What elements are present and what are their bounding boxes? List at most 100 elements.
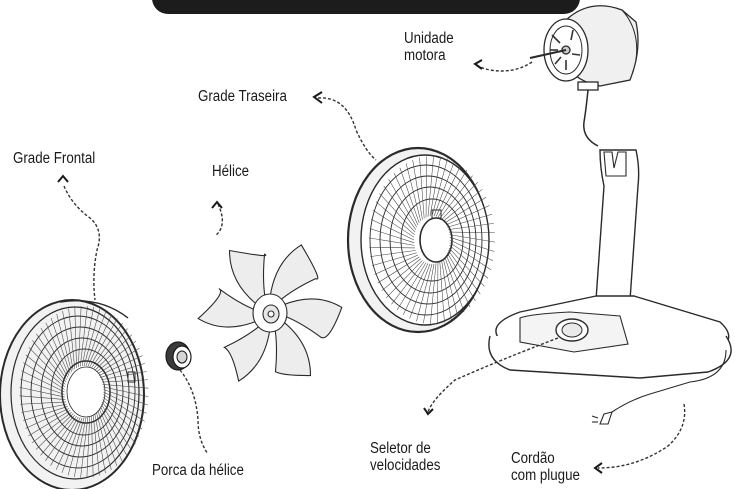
stand-base	[488, 149, 732, 425]
grille-spoke	[97, 347, 140, 374]
grille-spoke	[80, 417, 89, 478]
grille-spoke	[402, 263, 429, 315]
grille-spoke	[448, 247, 485, 287]
grille-spoke	[67, 417, 85, 476]
grille-spoke	[412, 159, 423, 220]
grille-spoke	[386, 260, 423, 299]
label-selector-line2: velocidades	[370, 457, 441, 474]
grille-spoke	[74, 306, 77, 368]
grille-spoke	[40, 414, 76, 456]
grille-spoke	[447, 252, 476, 302]
grille-spoke	[68, 308, 76, 370]
grille-spoke	[368, 237, 415, 246]
grille-spoke	[83, 308, 101, 367]
front-grille	[0, 299, 149, 489]
grille-spoke	[449, 245, 489, 279]
grille-spoke	[61, 417, 83, 473]
grille-spoke	[20, 378, 65, 395]
grille-spoke	[396, 262, 427, 311]
label-cord-line1: Cordão	[511, 450, 555, 467]
grille-spoke	[23, 362, 65, 390]
grille-spoke	[103, 394, 145, 422]
grille-spoke	[91, 323, 123, 369]
grille-spoke	[372, 210, 415, 238]
grille-spoke	[28, 347, 66, 385]
grille-spoke	[449, 242, 492, 270]
grille-spoke	[81, 306, 95, 367]
label-blade: Hélice	[212, 163, 250, 180]
grille-spoke	[439, 261, 445, 323]
grille-spoke	[21, 370, 65, 393]
grille-spoke	[447, 250, 481, 295]
label-motor-line2: motora	[404, 47, 446, 64]
grille-spoke	[79, 306, 88, 367]
grille-spoke	[103, 386, 149, 397]
grille-spoke	[449, 234, 496, 243]
grille-spoke	[96, 340, 137, 373]
grille-spoke	[98, 355, 143, 376]
grille-spoke	[379, 193, 416, 233]
rear-grille	[346, 146, 496, 334]
grille-spoke	[23, 406, 68, 421]
grille-spoke	[388, 178, 417, 228]
grille-spoke	[92, 414, 100, 476]
grille-spoke	[445, 254, 471, 308]
grille-spoke	[50, 317, 71, 374]
grille-spoke	[99, 406, 128, 457]
motor-unit	[529, 5, 639, 147]
grille-spoke	[94, 413, 106, 474]
grille-spoke	[102, 384, 149, 389]
grille-spoke	[383, 185, 417, 230]
grille-spoke	[431, 158, 448, 217]
grille-spoke	[101, 371, 147, 381]
grille-spoke	[73, 417, 87, 478]
grille-spoke	[369, 228, 415, 243]
grille-spoke	[91, 416, 94, 478]
grille-spoke	[103, 391, 147, 414]
grille-spoke	[405, 163, 422, 222]
grille-spoke	[31, 411, 72, 444]
grille-spoke	[19, 395, 66, 400]
grille-spoke	[441, 260, 452, 321]
grille-spoke	[439, 175, 473, 219]
grille-spoke	[25, 354, 66, 388]
grille-spoke	[391, 261, 425, 305]
label-cord-line2: com plugue	[511, 467, 580, 484]
label-motor-line1: Unidade	[404, 30, 454, 47]
grille-spoke	[102, 379, 148, 383]
grille-spoke	[96, 412, 112, 470]
grille-spoke	[97, 410, 118, 467]
grille-spoke	[89, 318, 118, 368]
grille-spoke	[101, 401, 136, 444]
propeller-nut	[165, 341, 192, 371]
grille-spoke	[375, 201, 415, 235]
grille-spoke	[45, 322, 70, 376]
blade-wing	[269, 244, 319, 302]
grille-spoke	[444, 196, 487, 224]
grille-spoke	[19, 387, 65, 398]
grille-spoke	[442, 258, 459, 317]
grille-spoke	[447, 214, 493, 228]
label-front-grille: Grade Frontal	[13, 150, 96, 167]
grille-spoke	[50, 416, 79, 466]
blade-wing	[228, 249, 267, 307]
blade-wing	[197, 288, 259, 328]
grille-spoke	[445, 205, 490, 226]
grille-spoke	[449, 237, 495, 252]
grille-spoke	[433, 161, 455, 217]
label-power-cord: Cordão com plugue	[511, 450, 580, 484]
grille-spoke	[419, 157, 425, 219]
grille-spoke	[103, 389, 148, 406]
grille-spoke	[36, 333, 68, 380]
grille-spoke	[371, 252, 417, 266]
grille-spoke	[377, 256, 420, 284]
grille-spoke	[423, 263, 435, 324]
grille-spoke	[416, 263, 433, 322]
label-selector-line1: Seletor de	[370, 440, 431, 457]
grille-spoke	[25, 408, 70, 429]
grille-spoke	[100, 404, 132, 451]
grille-spoke	[28, 410, 71, 437]
grille-spoke	[448, 223, 494, 230]
blade-wing	[281, 298, 343, 339]
